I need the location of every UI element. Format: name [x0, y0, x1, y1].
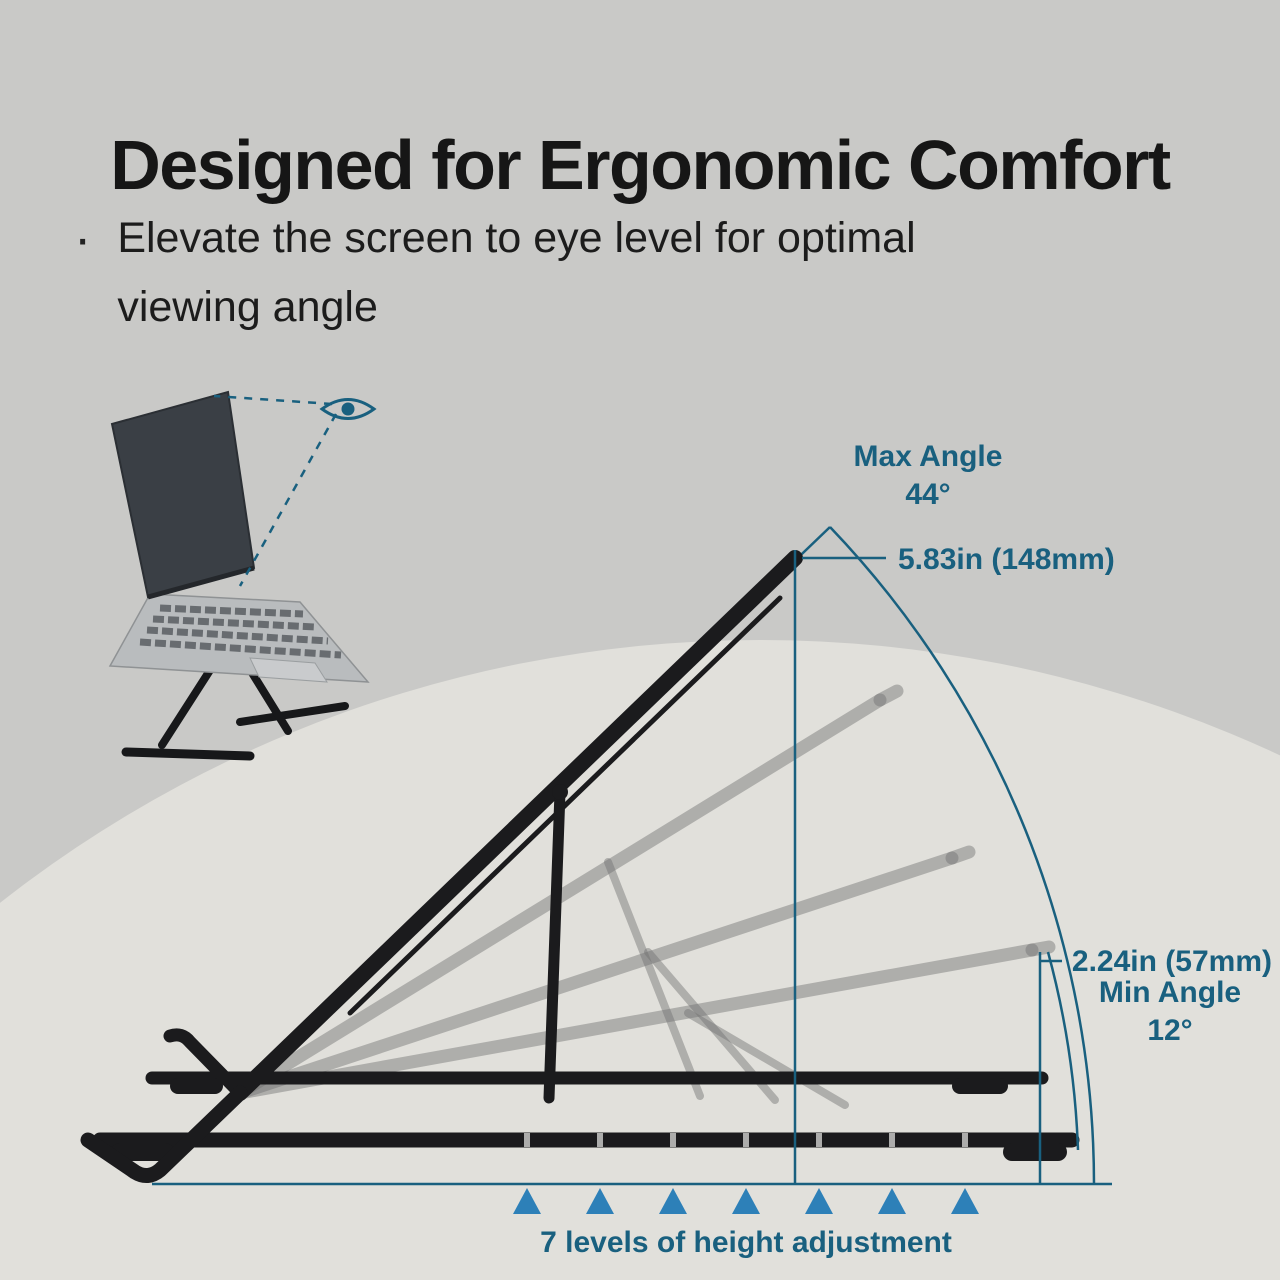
min-angle-arc	[1046, 951, 1080, 1151]
ghost-stands	[233, 684, 1056, 1109]
max-angle-value: 44°	[905, 478, 950, 511]
min-angle-label: Min Angle	[1099, 976, 1241, 1009]
height-levels-label: 7 levels of height adjustment	[540, 1226, 952, 1259]
height-level-arrows	[513, 1188, 979, 1214]
laptop-illustration	[108, 390, 370, 761]
min-angle-value: 12°	[1147, 1014, 1192, 1047]
bullet-marker: ·	[74, 210, 92, 268]
measurement-lines	[152, 526, 1112, 1186]
keyboard-keys	[139, 604, 342, 659]
max-angle-label: Max Angle	[854, 440, 1003, 473]
laptop-hinge	[147, 565, 255, 600]
laptop-trackpad	[249, 657, 328, 683]
laptop-screen	[110, 390, 256, 599]
height-level-arrow	[878, 1188, 906, 1214]
adjustment-slots	[524, 1133, 968, 1147]
max-angle-arc	[829, 526, 1096, 1185]
bullet-text: Elevate the screen to eye level for opti…	[117, 214, 916, 331]
eye-sight-lines	[213, 394, 338, 587]
height-level-arrow	[586, 1188, 614, 1214]
laptop-stand	[80, 550, 1080, 1183]
measurement-labels: Max Angle 44° 5.83in (148mm) 2.24in (57m…	[854, 440, 1272, 1047]
max-height-label: 5.83in (148mm)	[898, 543, 1115, 576]
eye-icon	[319, 398, 377, 420]
height-level-arrow	[513, 1188, 541, 1214]
height-level-arrow	[732, 1188, 760, 1214]
height-level-arrow	[659, 1188, 687, 1214]
hinge-pivot	[552, 784, 568, 800]
bullet-point: · Elevate the screen to eye level for op…	[74, 204, 1067, 342]
page-title: Designed for Ergonomic Comfort	[110, 125, 1171, 204]
min-height-label: 2.24in (57mm)	[1072, 945, 1272, 978]
height-level-arrow	[805, 1188, 833, 1214]
height-level-arrow	[951, 1188, 979, 1214]
